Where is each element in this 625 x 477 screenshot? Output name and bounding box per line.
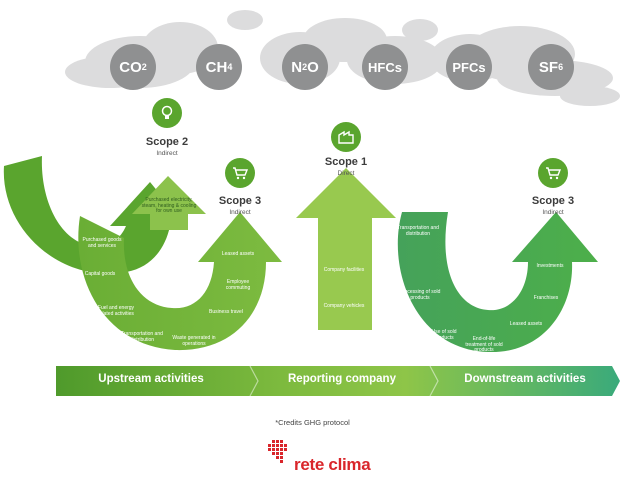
- upstream-item-leased-assets: Leased assets: [221, 251, 255, 257]
- scope1-subtitle: Direct: [337, 170, 355, 177]
- factory-icon: [331, 122, 361, 152]
- scope1-title: Scope 1: [324, 156, 368, 168]
- scope3-downstream-subtitle: Indirect: [542, 209, 564, 216]
- band-reporting-label: Reporting company: [288, 373, 396, 385]
- downstream-item-processing: Processing of sold products: [399, 289, 441, 301]
- upstream-item-business-travel: Business travel: [209, 309, 243, 315]
- upstream-item-capital-goods: Capital goods: [84, 271, 116, 277]
- scope2-activity-label: Purchased electricity, steam, heating & …: [141, 197, 197, 215]
- downstream-item-investments: Investments: [536, 263, 564, 269]
- scope2-arrow: [3, 156, 187, 274]
- upstream-item-purchased-goods: Purchased goods and services: [82, 237, 122, 249]
- downstream-item-use: Use of sold products: [431, 329, 457, 341]
- gas-pfcs: PFCs: [446, 44, 492, 90]
- scope1-item-facilities: Company facilities: [323, 267, 365, 273]
- activity-band: [56, 366, 620, 396]
- scope3-downstream-title: Scope 3: [531, 195, 575, 207]
- band-downstream-label: Downstream activities: [464, 373, 586, 385]
- downstream-item-transportation: Transportation and distribution: [397, 225, 439, 237]
- cart-icon-downstream: [538, 158, 568, 188]
- rete-clima-logo-mark: [268, 440, 287, 463]
- lightbulb-icon: [152, 98, 182, 128]
- downstream-item-franchises: Franchises: [533, 295, 559, 301]
- downstream-item-end-of-life: End-of-life treatment of sold products: [465, 336, 503, 354]
- scope3-upstream-title: Scope 3: [218, 195, 262, 207]
- scope2-subtitle: Indirect: [156, 150, 178, 157]
- gas-hfcs: HFCs: [362, 44, 408, 90]
- upstream-item-transportation: Transportation and distribution: [121, 331, 163, 343]
- upstream-item-waste: Waste generated in operations: [172, 335, 216, 347]
- rete-clima-logo: rete clima: [294, 455, 371, 474]
- band-upstream-label: Upstream activities: [98, 373, 204, 385]
- scope1-item-vehicles: Company vehicles: [323, 303, 365, 309]
- scope1-arrow: [296, 168, 396, 330]
- cart-icon: [225, 158, 255, 188]
- downstream-arrow: [397, 212, 598, 353]
- upstream-item-employee-commuting: Employee commuting: [225, 279, 251, 291]
- scope2-title: Scope 2: [145, 136, 189, 148]
- downstream-item-leased-assets: Leased assets: [509, 321, 543, 327]
- credits-text: *Credits GHG protocol: [275, 418, 350, 427]
- upstream-item-fuel-energy: Fuel and energy related activities: [97, 305, 135, 317]
- upstream-arrow: [78, 212, 282, 351]
- scope3-upstream-subtitle: Indirect: [229, 209, 251, 216]
- scope2-inner-arrow: [132, 176, 206, 230]
